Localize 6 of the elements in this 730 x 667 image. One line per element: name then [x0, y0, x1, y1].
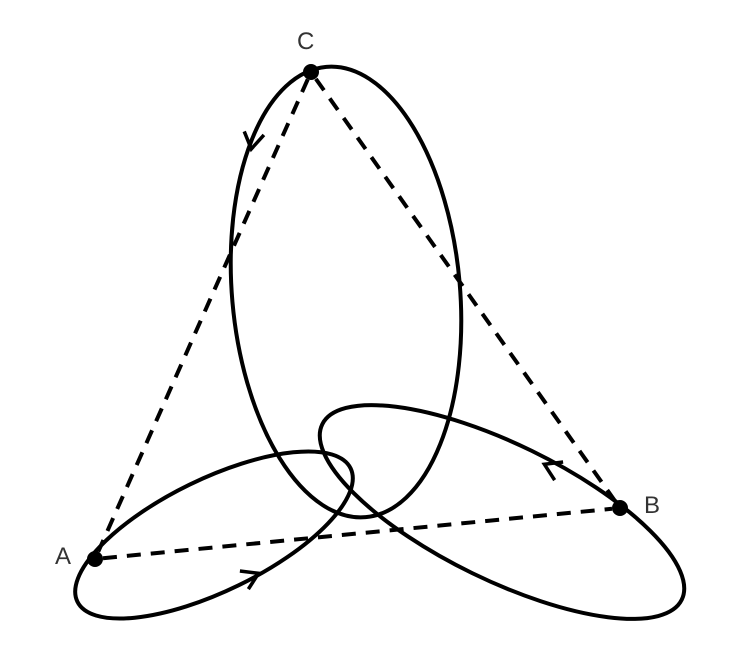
point-label: C: [297, 30, 314, 54]
point-label: A: [55, 545, 72, 569]
point-label: B: [644, 494, 660, 518]
dashed-line: [314, 77, 617, 503]
dashed-line: [96, 78, 310, 552]
dashed-line: [102, 506, 612, 560]
